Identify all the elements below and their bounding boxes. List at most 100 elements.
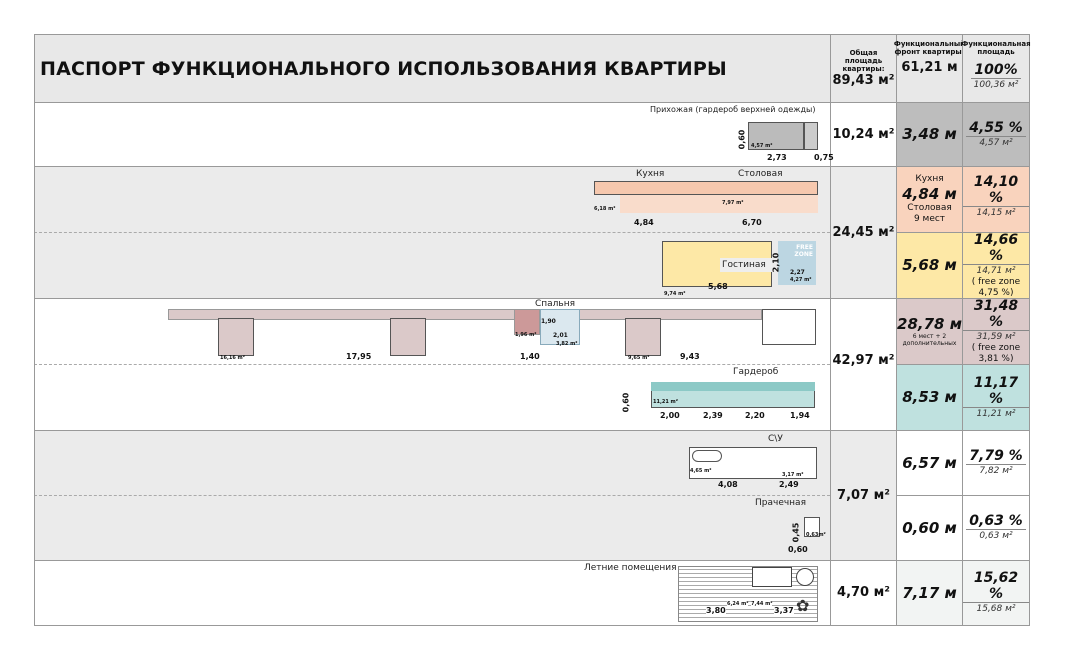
text-value: 2,39: [703, 411, 723, 420]
text-value: 8,53 м: [902, 388, 957, 406]
divider: [34, 625, 1030, 626]
desk-chair-icon: [514, 309, 540, 335]
divider: [34, 560, 1030, 561]
text-value: 11,21 м²: [976, 408, 1016, 419]
text-value: 1,40: [520, 352, 540, 361]
divider: [896, 232, 1030, 233]
plant-icon: ✿: [796, 596, 810, 615]
text-value: 1,94: [790, 411, 810, 420]
text-value: 5,68: [708, 282, 728, 291]
text-value: 14,10 %: [963, 174, 1029, 207]
text-value: 15,68 м²: [976, 604, 1016, 614]
divider: [34, 34, 1030, 35]
text-value: 6,57 м: [902, 453, 957, 472]
room-label-kitchen: Кухня: [636, 169, 665, 179]
divider: [896, 495, 1030, 496]
divider: [34, 364, 830, 365]
bed-icon: [390, 318, 426, 356]
text-value: 17,95: [346, 352, 372, 361]
text-value: 3,37: [774, 606, 794, 615]
front-value: 61,21 м: [901, 60, 958, 75]
room-label-bathroom: С\У: [768, 434, 783, 444]
text-value: 6,18 m²: [594, 206, 616, 212]
text-value: 2,00: [660, 411, 680, 420]
living-front: 5,68 м: [896, 232, 962, 298]
text-value: 7,17 м: [902, 583, 957, 602]
text-value: 14,66 %: [963, 232, 1029, 265]
bedroom-area: 31,48 %31,59 м²( free zone 3,81 %): [962, 298, 1030, 364]
bath-area: 7,79 %7,82 м²: [962, 430, 1030, 495]
text-value: 3,80: [706, 606, 726, 615]
bedroom-free-zone: [540, 309, 580, 345]
summer-front: 7,17 м: [896, 560, 962, 625]
area-label: Функциональная площадь: [961, 40, 1031, 56]
divider: [896, 364, 1030, 365]
text-value: 14,71 м²: [976, 265, 1016, 276]
text-value: 4,70 м²: [837, 585, 890, 600]
text-value: 7,79 %: [966, 448, 1026, 465]
total-value: 89,43 м²: [832, 72, 895, 88]
laundry-area: 0,63 %0,63 м²: [962, 495, 1030, 560]
text-value: 0,63 %: [966, 513, 1026, 530]
text-value: 4,65 m²: [690, 468, 712, 474]
text-value: 2,10: [771, 252, 781, 273]
wardrobe-front: 8,53 м: [896, 364, 962, 430]
text-value: 4,84: [634, 218, 654, 227]
text-value: 2,01: [553, 332, 568, 339]
divider: [34, 166, 1030, 167]
text-value: 15,62 %: [963, 570, 1029, 603]
text-value: ( free zone 4,75 %): [971, 276, 1021, 298]
bedroom-wardrobe-total: 42,97 м²: [830, 298, 896, 430]
text-value: 9 мест: [913, 213, 946, 224]
divider: [34, 232, 830, 233]
living-area: 14,66 %14,71 м²( free zone 4,75 %): [962, 232, 1030, 298]
free-zone: FREE ZONE: [778, 241, 816, 285]
text-value: 3,17 m²: [782, 472, 804, 478]
text-value: Столовая: [907, 202, 952, 213]
text-value: 0,63 м²: [979, 531, 1013, 541]
text-value: 2,20: [745, 411, 765, 420]
area-value: 100,36 м²: [973, 80, 1019, 90]
room-label-summer: Летние помещения: [584, 563, 677, 573]
text-value: 1,90: [541, 318, 556, 325]
bed-icon: [625, 318, 661, 356]
laundry-front: 0,60 м: [896, 495, 962, 560]
sofa-icon: [762, 309, 816, 345]
page-title: ПАСПОРТ ФУНКЦИОНАЛЬНОГО ИСПОЛЬЗОВАНИЯ КВ…: [40, 58, 727, 80]
text-value: 3,82 m²: [556, 341, 578, 347]
room-label-bedroom: Спальня: [535, 299, 576, 309]
text-value: 42,97 м²: [832, 353, 895, 368]
dining-plan: [620, 195, 818, 213]
divider: [34, 102, 1030, 103]
text-value: 1,96 m²: [515, 332, 537, 338]
text-value: 0,45: [791, 522, 801, 543]
text-value: 0,63m²: [806, 532, 826, 538]
divider: [34, 430, 1030, 431]
kitchen-area: 14,10 %14,15 м²: [962, 166, 1030, 232]
text-value: 3,48 м: [902, 125, 957, 143]
text-value: 9,43: [680, 352, 700, 361]
room-label-living: Гостиная: [722, 260, 766, 270]
text-value: 4,57 м²: [979, 137, 1013, 148]
text-value: 2,27: [790, 269, 805, 276]
text-value: 0,60: [737, 129, 747, 150]
area-pct: 100%: [971, 62, 1021, 79]
divider: [34, 298, 1030, 299]
laundry-plan: [804, 517, 820, 537]
text-value: 14,15 м²: [976, 208, 1016, 218]
wardrobe-area: 11,17 %11,21 м²: [962, 364, 1030, 430]
text-value: 0,60: [621, 392, 631, 413]
table-icon: [752, 567, 792, 587]
text-value: 31,59 м²: [976, 331, 1016, 342]
room-label-laundry: Прачечная: [755, 498, 806, 508]
entry-area: 4,55 %4,57 м²: [962, 102, 1030, 166]
front-label: Функциональный фронт квартиры:: [893, 40, 966, 56]
header-total: Общая площадь квартиры: 89,43 м²: [830, 34, 896, 102]
living-floor: [720, 258, 772, 272]
text-value: 10,24 м²: [832, 126, 895, 142]
text-value: 0,75: [814, 153, 834, 162]
text-value: 6,24 m²: [727, 601, 749, 607]
bedroom-plan: [168, 309, 762, 320]
room-label-dining: Столовая: [738, 169, 783, 179]
